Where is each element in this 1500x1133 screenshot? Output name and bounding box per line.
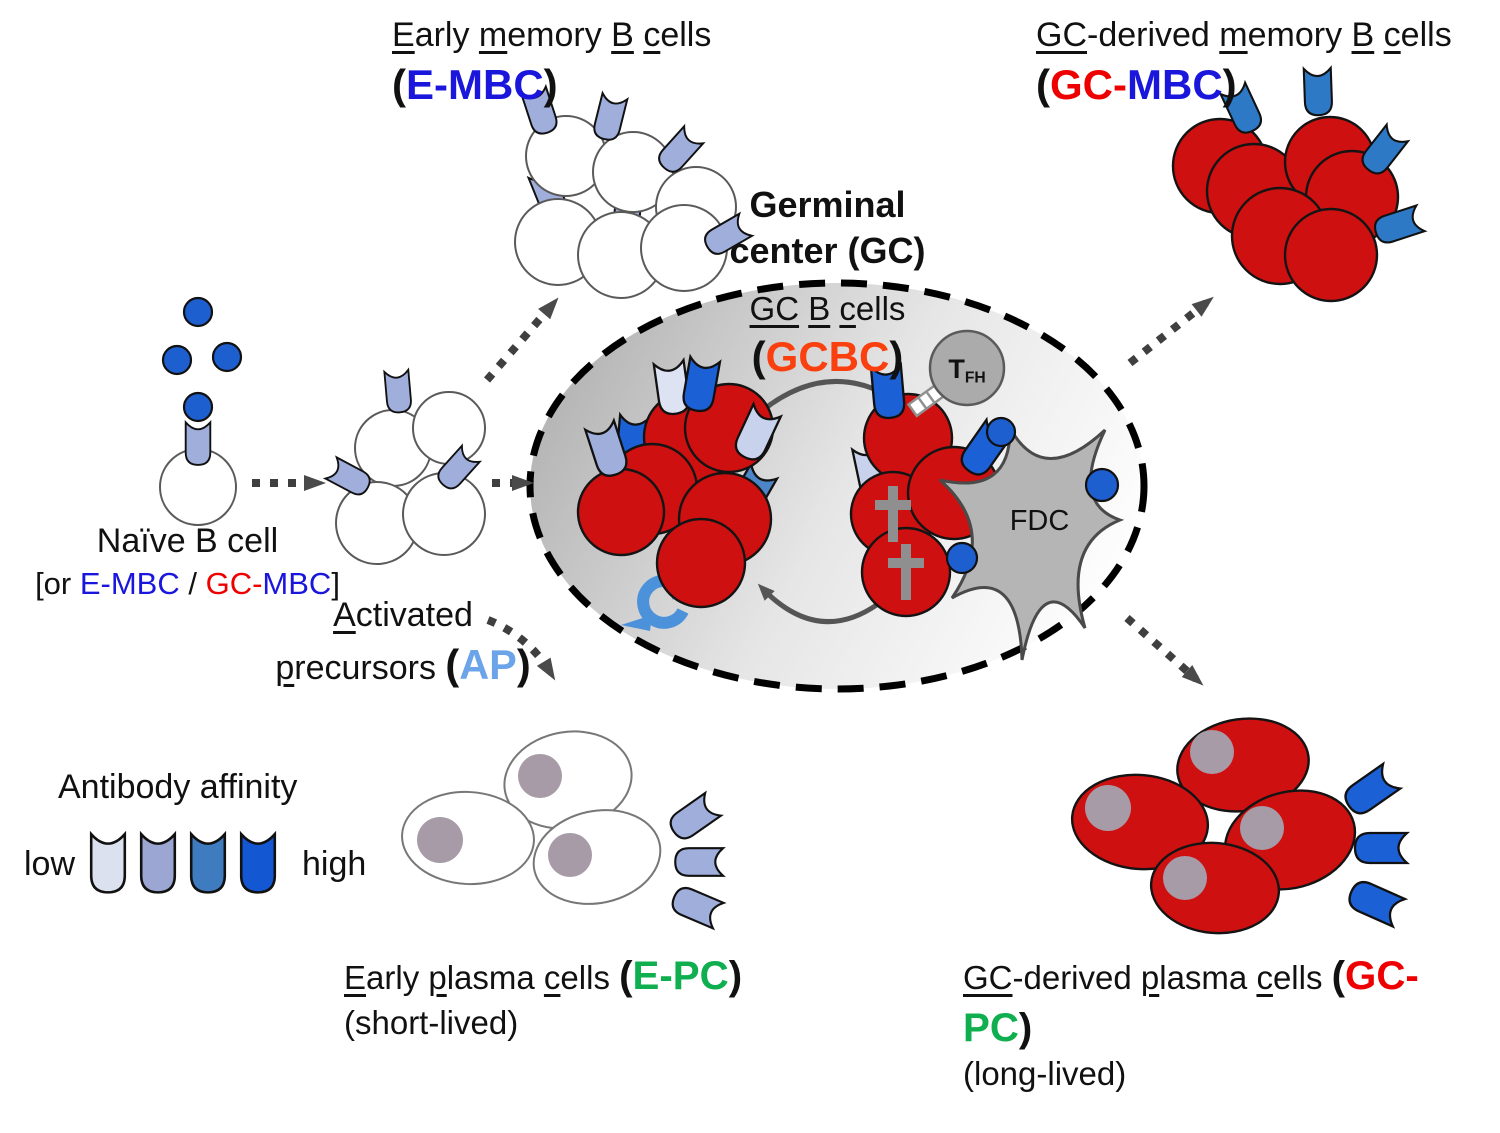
gc-title-line2: center (GC) <box>695 228 960 274</box>
gcbc-label-line2: (GCBC) <box>710 330 945 384</box>
arrow-ap-to-embc <box>487 305 552 380</box>
gcbc-label-line1: GC B cells <box>710 288 945 330</box>
antigen-dot <box>184 393 212 421</box>
arrow-gc-to-gcmbc <box>1130 303 1206 363</box>
gcpc-label-line3: (long-lived) <box>963 1053 1419 1095</box>
secreted-antibody-icons <box>666 793 724 928</box>
fdc-label: FDC <box>1002 503 1077 540</box>
epc-label-line2: (short-lived) <box>344 1002 742 1044</box>
gcmbc-title-line2: (GC-MBC) <box>1036 58 1452 112</box>
embc-title: Early memory B cells (E-MBC) <box>392 14 711 111</box>
tfh-label: TFH <box>935 352 999 388</box>
affinity-low-label: low <box>24 843 75 887</box>
gcpc-label-line2: PC) <box>963 1002 1419 1054</box>
naive-b-cell <box>160 298 241 525</box>
gcmbc-title-line1: GC-derived memory B cells <box>1036 14 1452 58</box>
affinity-high-label: high <box>302 843 366 887</box>
affinity-tube-3 <box>191 834 225 892</box>
ap-label: Activated precursors (AP) <box>253 594 553 691</box>
affinity-title: Antibody affinity <box>58 766 297 810</box>
affinity-tube-high <box>241 834 275 892</box>
affinity-tube-low <box>91 834 125 892</box>
antigen-dot <box>213 343 241 371</box>
ap-label-line2: precursors (AP) <box>253 638 553 691</box>
ap-label-line1: Activated <box>253 594 553 638</box>
naive-label: Naïve B cell [or E-MBC / GC-MBC] <box>15 520 360 603</box>
gc-title: Germinal center (GC) <box>695 182 960 274</box>
gcpc-cluster <box>1068 710 1407 938</box>
epc-label-line1: Early plasma cells (E-PC) <box>344 950 742 1002</box>
gcmbc-title: GC-derived memory B cells (GC-MBC) <box>1036 14 1452 111</box>
gcpc-label-line1: GC-derived plasma cells (GC- <box>963 950 1419 1002</box>
epc-cluster <box>400 722 724 929</box>
embc-title-line2: (E-MBC) <box>392 58 711 112</box>
gc-title-line1: Germinal <box>695 182 960 228</box>
embc-title-line1: Early memory B cells <box>392 14 711 58</box>
antigen-dot <box>947 543 977 573</box>
antigen-dot <box>163 346 191 374</box>
affinity-tube-2 <box>141 834 175 892</box>
epc-label: Early plasma cells (E-PC) (short-lived) <box>344 950 742 1044</box>
antigen-dot <box>1086 469 1118 501</box>
gcbc-label: GC B cells (GCBC) <box>710 288 945 384</box>
arrow-gc-to-gcpc <box>1127 618 1196 679</box>
affinity-scale-icons <box>91 834 275 892</box>
naive-label-line1: Naïve B cell <box>15 520 360 564</box>
gcpc-label: GC-derived plasma cells (GC- PC) (long-l… <box>963 950 1419 1095</box>
antigen-dot <box>184 298 212 326</box>
